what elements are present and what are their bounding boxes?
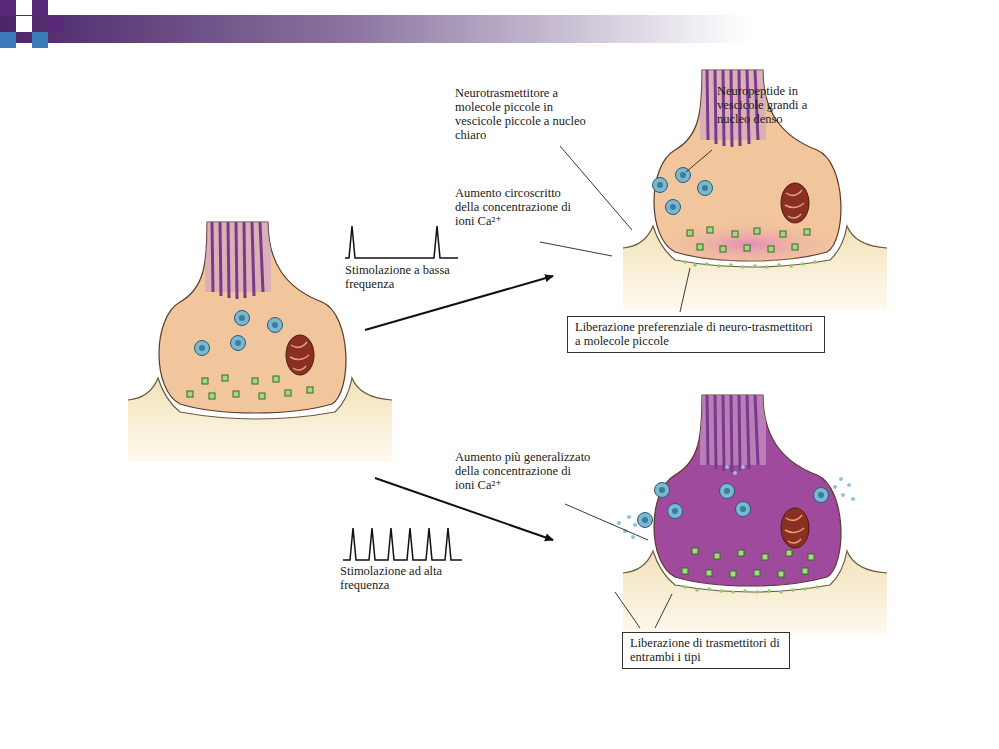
annotation-label: Aumento più generalizzato della concentr… — [455, 450, 593, 492]
annotation-label: Stimolazione a bassa frequenza — [345, 263, 455, 291]
caption-box: Liberazione preferenziale di neuro-trasm… — [567, 316, 825, 353]
box-text: Liberazione di trasmettitori di entrambi… — [630, 636, 782, 665]
box-text: Liberazione preferenziale di neuro-trasm… — [575, 320, 817, 349]
annotation-label: Neurotrasmettitore a molecole piccole in… — [455, 86, 587, 142]
annotation-label: Stimolazione ad alta frequenza — [340, 564, 450, 592]
caption-box: Liberazione di trasmettitori di entrambi… — [622, 632, 790, 669]
annotation-label: Aumento circoscritto della concentrazion… — [455, 186, 587, 228]
annotation-label: Neuropeptide in vescicole grandi a nucle… — [717, 84, 829, 126]
